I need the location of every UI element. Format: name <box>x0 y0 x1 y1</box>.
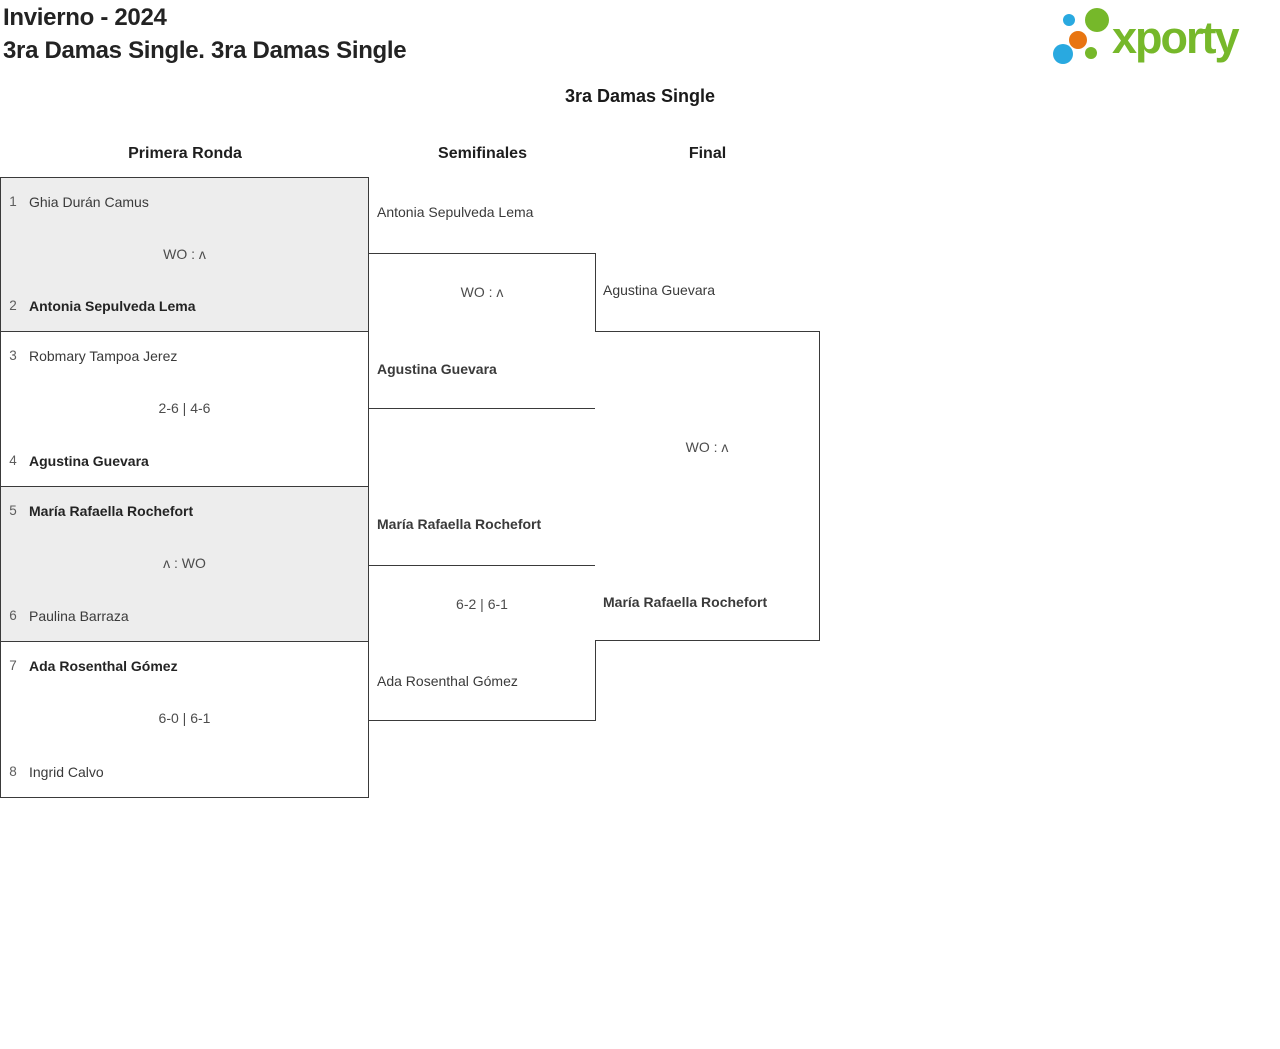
final-player-bottom: María Rafaella Rochefort <box>603 594 768 610</box>
final-player-top: Agustina Guevara <box>603 282 716 298</box>
logo-dot-icon <box>1063 14 1075 26</box>
player-name: María Rafaella Rochefort <box>29 503 194 519</box>
semifinal-1-player-top: Antonia Sepulveda Lema <box>377 204 534 220</box>
seed-number: 3 <box>9 348 17 363</box>
match-box-first-round-2[interactable]: 3 Robmary Tampoa Jerez 2-6 | 4-6 4 Agust… <box>0 332 369 487</box>
player-name: Agustina Guevara <box>29 453 149 469</box>
player-name: Ghia Durán Camus <box>29 194 149 210</box>
xporty-logo[interactable]: xporty <box>1050 6 1280 70</box>
category-title: 3ra Damas Single. 3ra Damas Single <box>3 37 407 64</box>
logo-wordmark: xporty <box>1112 12 1240 63</box>
match-score: ʌ : WO <box>163 555 206 571</box>
player-slot: 8 Ingrid Calvo <box>1 764 368 780</box>
player-slot: 4 Agustina Guevara <box>1 453 368 469</box>
player-name: Ada Rosenthal Gómez <box>29 658 178 674</box>
player-slot: 1 Ghia Durán Camus <box>1 194 368 210</box>
player-slot: 3 Robmary Tampoa Jerez <box>1 348 368 364</box>
tournament-title: Invierno - 2024 <box>3 4 167 31</box>
bracket-title: 3ra Damas Single <box>564 86 716 106</box>
logo-dot-icon <box>1085 47 1097 59</box>
match-box-semifinal-1[interactable]: WO : ʌ Agustina Guevara <box>369 253 596 409</box>
seed-number: 1 <box>9 194 17 209</box>
player-slot: 5 María Rafaella Rochefort <box>1 503 368 519</box>
match-score: 2-6 | 4-6 <box>158 400 211 416</box>
semifinal-2-player-bottom: Ada Rosenthal Gómez <box>377 673 518 689</box>
seed-number: 5 <box>9 503 17 518</box>
player-slot: 7 Ada Rosenthal Gómez <box>1 658 368 674</box>
match-score: 6-2 | 6-1 <box>456 596 508 612</box>
round-header-semifinales: Semifinales <box>438 145 527 162</box>
match-score: WO : ʌ <box>460 284 504 300</box>
match-score: WO : ʌ <box>163 246 206 262</box>
match-box-first-round-4[interactable]: 7 Ada Rosenthal Gómez 6-0 | 6-1 8 Ingrid… <box>0 642 369 798</box>
logo-dot-icon <box>1085 8 1109 32</box>
match-box-final[interactable]: WO : ʌ María Rafaella Rochefort <box>595 331 820 641</box>
seed-number: 4 <box>9 453 17 468</box>
player-name: Antonia Sepulveda Lema <box>29 298 196 314</box>
semifinal-2-player-top: María Rafaella Rochefort <box>377 516 542 532</box>
logo-dot-icon <box>1069 31 1087 49</box>
match-box-first-round-1[interactable]: 1 Ghia Durán Camus WO : ʌ 2 Antonia Sepu… <box>0 177 369 332</box>
player-slot: 2 Antonia Sepulveda Lema <box>1 298 368 314</box>
page-header: Invierno - 2024 3ra Damas Single. 3ra Da… <box>3 1 407 67</box>
semifinal-1-player-bottom: Agustina Guevara <box>377 361 497 377</box>
seed-number: 6 <box>9 608 17 623</box>
match-box-semifinal-2[interactable]: 6-2 | 6-1 Ada Rosenthal Gómez <box>369 565 596 721</box>
match-score: WO : ʌ <box>685 439 729 455</box>
player-name: Ingrid Calvo <box>29 764 104 780</box>
match-box-first-round-3[interactable]: 5 María Rafaella Rochefort ʌ : WO 6 Paul… <box>0 487 369 642</box>
match-score: 6-0 | 6-1 <box>158 710 211 726</box>
player-slot: 6 Paulina Barraza <box>1 608 368 624</box>
seed-number: 7 <box>9 658 17 673</box>
logo-dot-icon <box>1053 44 1073 64</box>
player-name: Robmary Tampoa Jerez <box>29 348 178 364</box>
round-header-primera-ronda: Primera Ronda <box>128 145 242 162</box>
seed-number: 2 <box>9 298 17 313</box>
player-name: Paulina Barraza <box>29 608 129 624</box>
seed-number: 8 <box>9 764 17 779</box>
round-header-final: Final <box>688 145 727 162</box>
